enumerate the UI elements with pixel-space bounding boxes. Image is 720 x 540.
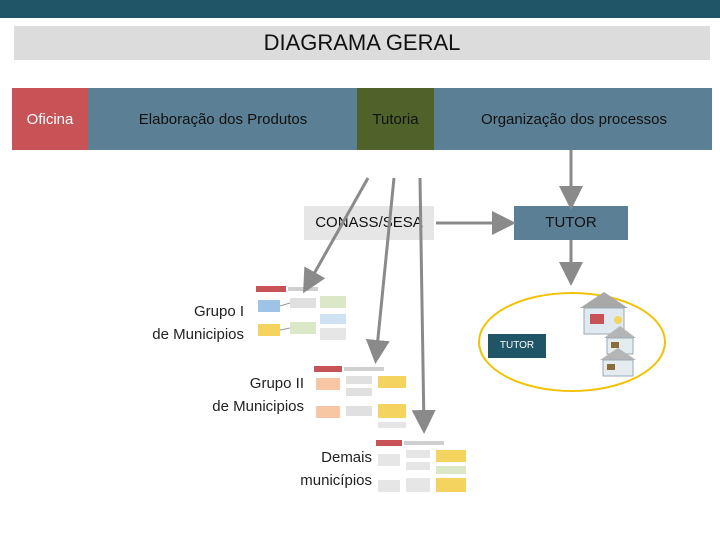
group-2-thumbnail bbox=[312, 364, 410, 432]
group-2-line-2: de Municipios bbox=[212, 398, 304, 415]
node-tutor: TUTOR bbox=[514, 206, 628, 240]
group-2-label: Grupo II de Municipios bbox=[190, 372, 304, 418]
page-title: DIAGRAMA GERAL bbox=[263, 30, 461, 55]
node-conass-sesa: CONASS/SESA bbox=[304, 206, 434, 240]
house-icon bbox=[600, 348, 636, 377]
stage-elaboracao: Elaboração dos Produtos bbox=[90, 88, 356, 150]
house-icon bbox=[604, 326, 636, 355]
group-3-label: Demais municípios bbox=[260, 446, 372, 492]
group-1-label: Grupo I de Municipios bbox=[128, 300, 244, 346]
group-3-line-2: municípios bbox=[300, 472, 372, 489]
stage-tutoria: Tutoria bbox=[357, 88, 434, 150]
houses-illustration bbox=[580, 292, 636, 377]
stage-organizacao: Organização dos processos bbox=[436, 88, 712, 150]
tutor-scene-label: TUTOR bbox=[488, 334, 546, 358]
arrow-to-group-2 bbox=[365, 177, 396, 364]
group-3-thumbnail bbox=[374, 438, 472, 500]
group-2-line-1: Grupo II bbox=[249, 375, 304, 392]
stage-oficina: Oficina bbox=[12, 88, 88, 150]
group-3-line-1: Demais bbox=[321, 449, 372, 466]
tutor-scene-ellipse bbox=[478, 292, 666, 392]
title-background bbox=[14, 26, 710, 60]
group-1-thumbnail bbox=[254, 284, 352, 348]
group-1-line-2: de Municipios bbox=[152, 326, 244, 343]
group-1-line-1: Grupo I bbox=[193, 303, 244, 320]
top-bar bbox=[0, 0, 720, 18]
